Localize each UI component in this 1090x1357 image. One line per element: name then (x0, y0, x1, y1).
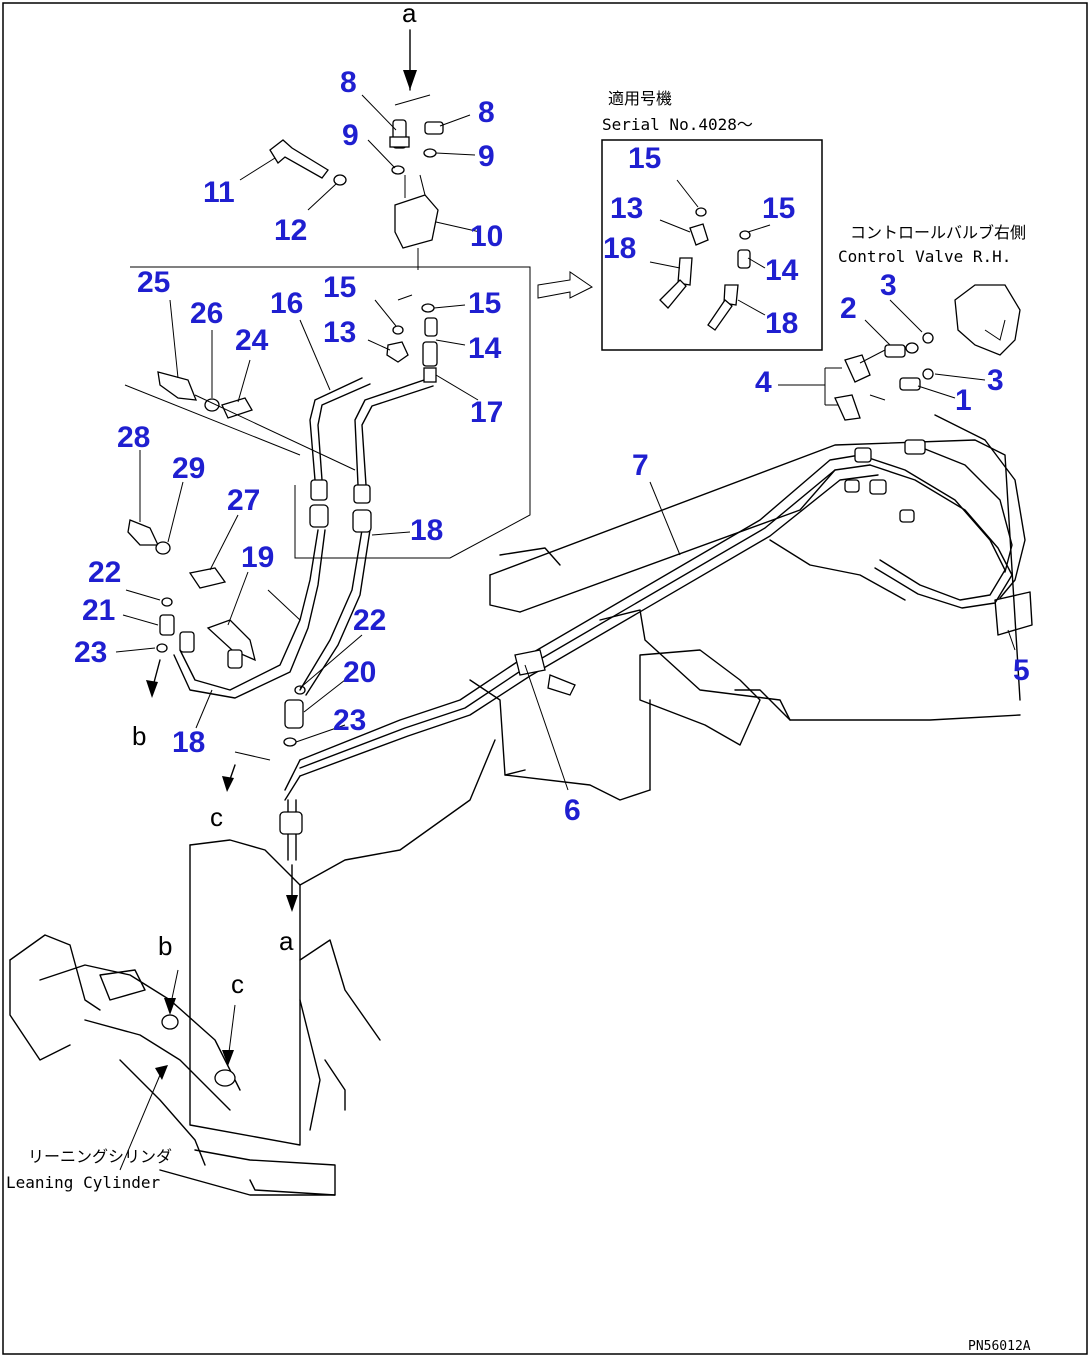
callout-6: 6 (564, 794, 581, 827)
callout-3-lower: 3 (987, 364, 1004, 397)
callout-19: 19 (241, 541, 274, 574)
valve-assembly (269, 29, 444, 270)
ref-c-upper: c (210, 802, 223, 832)
ref-b-upper: b (132, 721, 146, 751)
callout-18-upper: 18 (410, 514, 443, 547)
hoses (173, 284, 1033, 912)
callout-15-left: 15 (323, 271, 356, 304)
callout-3-upper: 3 (880, 269, 897, 302)
leaning-cylinder-note-jp: リーニングシリンダ (28, 1147, 172, 1166)
callout-23-left: 23 (74, 636, 107, 669)
callout-labels: 8 8 9 9 11 12 10 25 16 15 15 26 24 13 14… (74, 66, 1030, 827)
callout-25: 25 (137, 266, 170, 299)
inset-callout-15-right: 15 (762, 192, 795, 225)
callout-7: 7 (632, 449, 649, 482)
inset-serial: 適用号機 Serial No.4028～ (537, 89, 823, 351)
inset-title-en: Serial No.4028～ (602, 115, 753, 134)
ref-a-lower: a (279, 926, 294, 956)
inset-callout-14: 14 (765, 254, 799, 287)
ref-c-lower: c (231, 969, 244, 999)
guide-lines (124, 266, 531, 559)
callout-9-right: 9 (478, 140, 495, 173)
callout-21: 21 (82, 594, 115, 627)
callout-23-right: 23 (333, 704, 366, 737)
left-parts (127, 371, 306, 747)
leader-lines (115, 94, 1016, 1171)
callout-16: 16 (270, 287, 303, 320)
callout-18-lower: 18 (172, 726, 205, 759)
callout-26: 26 (190, 297, 223, 330)
callout-5: 5 (1013, 654, 1030, 687)
callout-12: 12 (274, 214, 307, 247)
callout-27: 27 (227, 484, 260, 517)
callout-29: 29 (172, 452, 205, 485)
inset-title-jp: 適用号機 (608, 89, 672, 108)
inset-callout-13: 13 (610, 192, 643, 225)
callout-10: 10 (470, 220, 503, 253)
control-valve-note-en: Control Valve R.H. (838, 247, 1011, 266)
drawing-code: PN56012A (968, 1339, 1031, 1354)
callout-28: 28 (117, 421, 150, 454)
ref-b-lower: b (158, 931, 172, 961)
callout-8-left: 8 (340, 66, 357, 99)
callout-8-right: 8 (478, 96, 495, 129)
callout-4: 4 (755, 366, 772, 399)
callout-11: 11 (203, 176, 235, 209)
callout-15-right: 15 (468, 287, 501, 320)
callout-22-right: 22 (353, 604, 386, 637)
inset-callout-18-left: 18 (603, 232, 636, 265)
callout-24: 24 (235, 324, 269, 357)
ref-a-top: a (402, 0, 417, 28)
callout-22-left: 22 (88, 556, 121, 589)
callout-17: 17 (470, 396, 503, 429)
callout-13: 13 (323, 316, 356, 349)
callout-2: 2 (840, 292, 857, 325)
notes: コントロールバルブ右側 Control Valve R.H. リーニングシリンダ… (6, 223, 1031, 1354)
reference-letters: a b c a b c (132, 0, 417, 999)
control-valve-note-jp: コントロールバルブ右側 (850, 223, 1026, 242)
callout-9-left: 9 (342, 119, 359, 152)
callout-1: 1 (955, 384, 972, 417)
callout-14: 14 (468, 332, 502, 365)
callout-20: 20 (343, 656, 376, 689)
inset-callout-15-left: 15 (628, 142, 661, 175)
leaning-cylinder-note-en: Leaning Cylinder (6, 1173, 160, 1192)
inset-callout-18-right: 18 (765, 307, 798, 340)
